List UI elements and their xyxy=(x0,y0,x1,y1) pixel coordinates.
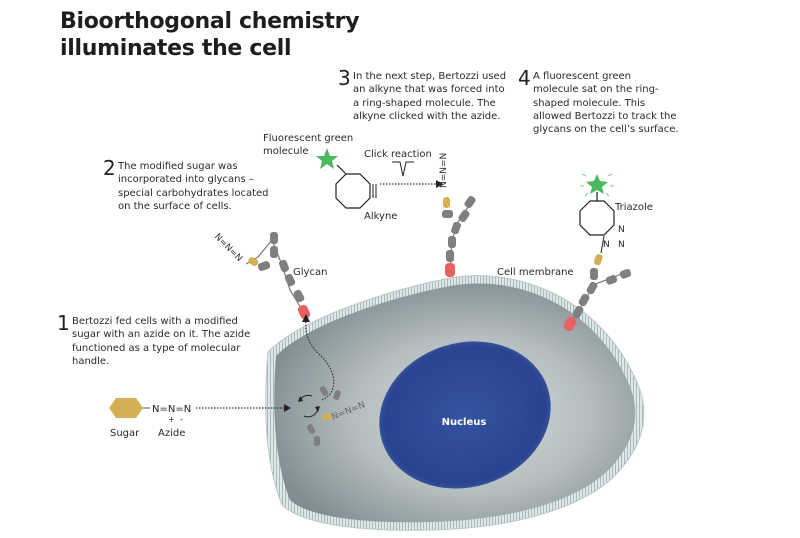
title-line-1: Bioorthogonal chemistry xyxy=(60,9,360,34)
cell-membrane-label: Cell membrane xyxy=(497,267,574,278)
step-2-line: The modified sugar was xyxy=(118,161,238,172)
sugar-hexagon-icon xyxy=(109,398,143,418)
step-4-line: shaped molecule. This xyxy=(533,97,646,109)
click-reaction-label: Click reaction xyxy=(364,149,432,160)
diagram-title: Bioorthogonal chemistry illuminates the … xyxy=(60,8,360,62)
sugar-label: Sugar xyxy=(110,428,140,439)
step-2-line: on the surface of cells. xyxy=(118,200,232,212)
fluorescent-label-line1: Fluorescent green xyxy=(263,133,353,144)
triazole-n1: N xyxy=(618,225,625,235)
azide-formula: N=N=N xyxy=(152,404,191,415)
step-4-line: allowed Bertozzi to track the xyxy=(533,110,677,122)
azide-plus: + xyxy=(168,415,175,424)
step-1-number: 1 xyxy=(57,311,70,335)
step-4-line: molecule sat on the ring- xyxy=(533,84,659,96)
step-4-line: A fluorescent green xyxy=(533,71,631,82)
step-4-text: A fluorescent green molecule sat on the … xyxy=(533,70,679,136)
alkyne-molecule xyxy=(335,164,377,209)
step-2-text: The modified sugar was incorporated into… xyxy=(118,160,269,213)
step-2-number: 2 xyxy=(103,156,116,180)
step-3-line: In the next step, Bertozzi used xyxy=(353,71,507,82)
anchor-protein-middle xyxy=(445,263,455,277)
step-2-line: special carbohydrates located xyxy=(118,187,269,199)
azide-label: Azide xyxy=(158,428,185,439)
arrow-head-icon xyxy=(436,180,443,188)
step-3-number: 3 xyxy=(338,66,351,90)
glycan-label: Glycan xyxy=(293,267,327,278)
step-2-line: incorporated into glycans – xyxy=(118,174,254,186)
nucleus-label: Nucleus xyxy=(442,417,487,428)
glycan-left xyxy=(245,232,311,320)
title-line-2: illuminates the cell xyxy=(60,36,292,61)
triazole-molecule: N N N xyxy=(579,192,625,254)
step-1-line: Bertozzi fed cells with a modified xyxy=(72,316,238,327)
step-4-line: glycans on the cell’s surface. xyxy=(533,124,679,136)
click-reaction-symbol xyxy=(392,161,414,177)
fluorescent-star-icon xyxy=(316,148,338,169)
triazole-label: Triazole xyxy=(614,202,653,213)
azide-minus: - xyxy=(180,415,183,424)
anchor-protein-right xyxy=(563,316,577,332)
arrow-head-icon xyxy=(284,404,291,412)
triazole-n3: N xyxy=(603,240,610,250)
anchor-protein-left xyxy=(297,304,311,320)
glycan-right xyxy=(563,254,632,332)
metabolic-cycle-icon xyxy=(298,394,320,418)
step-3-line: an alkyne that was forced into xyxy=(353,84,505,96)
step-4-number: 4 xyxy=(518,66,531,90)
glycan-left-azide: N=N=N xyxy=(212,232,244,264)
glycan-middle xyxy=(442,195,476,277)
step-1-line: handle. xyxy=(72,355,110,367)
triazole-n2: N xyxy=(618,240,625,250)
step-1-text: Bertozzi fed cells with a modified sugar… xyxy=(72,315,250,368)
step-1-line: sugar with an azide on it. The azide xyxy=(72,329,251,341)
step-3-line: alkyne clicked with the azide. xyxy=(353,110,501,122)
fluorescent-label-line2: molecule xyxy=(263,146,309,157)
step-3-text: In the next step, Bertozzi used an alkyn… xyxy=(353,70,506,123)
alkyne-label: Alkyne xyxy=(364,211,397,222)
nucleus xyxy=(379,341,551,489)
step-1-line: functioned as a type of molecular xyxy=(72,342,241,354)
arrow-head-icon xyxy=(302,314,310,322)
step-3-line: a ring-shaped molecule. The xyxy=(353,97,496,109)
glycan-middle-azide: N=N=N xyxy=(439,153,449,188)
fluorescent-star-glowing-icon xyxy=(580,173,614,197)
